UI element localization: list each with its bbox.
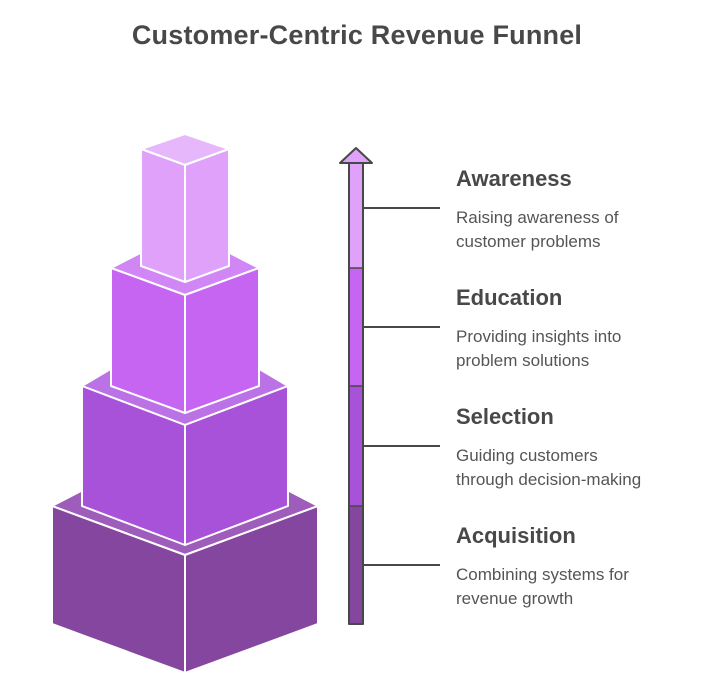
- stage-description-acquisition: Combining systems for revenue growth: [456, 563, 706, 611]
- stage-description-selection: Guiding customers through decision-makin…: [456, 444, 706, 492]
- arrow-outline: [348, 163, 364, 625]
- stage-description-line: Providing insights into: [456, 327, 622, 346]
- stage-description-line: Guiding customers: [456, 446, 598, 465]
- stage-description-line: problem solutions: [456, 351, 590, 370]
- arrow-head: [339, 147, 373, 164]
- stage-title-acquisition: Acquisition: [456, 523, 576, 548]
- stage-description-line: customer problems: [456, 232, 601, 251]
- arrow-segment-education: [349, 268, 363, 386]
- arrow-segment-acquisition: [349, 506, 363, 624]
- diagram-title: Customer-Centric Revenue Funnel: [131, 20, 583, 50]
- cube-awareness: [140, 133, 230, 283]
- stage-description-line: Raising awareness of: [456, 208, 619, 227]
- arrow-segment-selection: [349, 386, 363, 506]
- stage-description-education: Providing insights into problem solution…: [456, 325, 706, 373]
- progress-arrow: [339, 147, 373, 625]
- stage-title-selection: Selection: [456, 404, 554, 429]
- cube-selection: [81, 324, 289, 546]
- cube-awareness-left: [140, 148, 186, 283]
- cube-education: [110, 229, 260, 414]
- stage-description-line: Combining systems for: [456, 565, 629, 584]
- stage-description-line: through decision-making: [456, 470, 642, 489]
- cube-awareness-right: [184, 148, 230, 283]
- cube-acquisition-right: [184, 505, 319, 674]
- stage-description-line: revenue growth: [456, 589, 574, 608]
- stage-title-education: Education: [456, 285, 563, 310]
- cube-selection-right: [184, 385, 289, 546]
- arrow-segment-awareness: [349, 163, 363, 268]
- stage-description-awareness: Raising awareness of customer problems: [456, 206, 706, 254]
- stage-title-awareness: Awareness: [456, 166, 572, 191]
- cube-education-right: [184, 267, 260, 414]
